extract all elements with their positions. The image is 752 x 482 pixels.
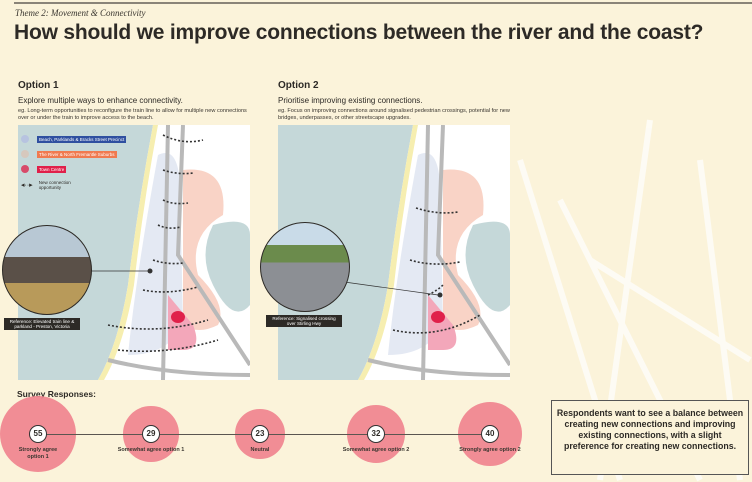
response-label: Somewhat agree option 2 xyxy=(342,447,410,453)
summary-box: Respondents want to see a balance betwee… xyxy=(551,400,749,475)
legend-item: ◂··▸ New connection opportunity xyxy=(21,180,126,190)
option-1-reference-photo xyxy=(2,225,92,315)
response-count: 32 xyxy=(367,425,385,443)
page-title: How should we improve connections betwee… xyxy=(14,21,704,44)
option-1-subtitle: Explore multiple ways to enhance connect… xyxy=(18,96,183,105)
option-1-text: Option 1 Explore multiple ways to enhanc… xyxy=(18,80,258,121)
legend-label: New connection opportunity xyxy=(38,180,71,190)
response-count: 23 xyxy=(251,425,269,443)
response-count: 55 xyxy=(29,425,47,443)
town-dot-icon xyxy=(21,165,29,173)
response-label: Neutral xyxy=(250,447,270,453)
option-2-example: eg. Focus on improving connections aroun… xyxy=(278,108,510,121)
option-1-photo-caption: Reference: Elevated train line & parklan… xyxy=(4,318,80,330)
option-1-example: eg. Long-term opportunities to reconfigu… xyxy=(18,108,247,121)
option-2-subtitle: Prioritise improving existing connection… xyxy=(278,96,423,105)
legend-item: Town Centre xyxy=(21,165,126,173)
legend-label: The River & North Fremantle Suburbs xyxy=(37,150,117,158)
top-rule xyxy=(14,2,752,4)
response-count: 29 xyxy=(142,425,160,443)
beach-dot-icon xyxy=(21,135,29,143)
response-label: Strongly agree option 2 xyxy=(459,447,521,453)
legend-item: The River & North Fremantle Suburbs xyxy=(21,150,126,158)
option-1-heading: Option 1 xyxy=(18,80,59,91)
option-2-heading: Option 2 xyxy=(278,80,319,91)
map-legend: Beach, Parklands & Bracks Street Precinc… xyxy=(21,135,127,197)
theme-label: Theme 2: Movement & Connectivity xyxy=(15,8,146,18)
option-2-reference-photo xyxy=(260,222,350,312)
survey-heading: Survey Responses: xyxy=(17,389,96,399)
option-2-text: Option 2 Prioritise improving existing c… xyxy=(278,80,518,121)
legend-label: Beach, Parklands & Bracks Street Precinc… xyxy=(37,135,127,143)
double-arrow-icon: ◂··▸ xyxy=(21,181,33,189)
legend-item: Beach, Parklands & Bracks Street Precinc… xyxy=(21,135,127,143)
option-2-photo-caption: Reference: Signalised crossing over Stir… xyxy=(266,315,342,327)
river-dot-icon xyxy=(21,150,29,158)
legend-label: Town Centre xyxy=(37,165,67,173)
response-count: 40 xyxy=(481,425,499,443)
response-label: Strongly agree option 1 xyxy=(18,447,58,460)
response-label: Somewhat agree option 1 xyxy=(117,447,185,453)
